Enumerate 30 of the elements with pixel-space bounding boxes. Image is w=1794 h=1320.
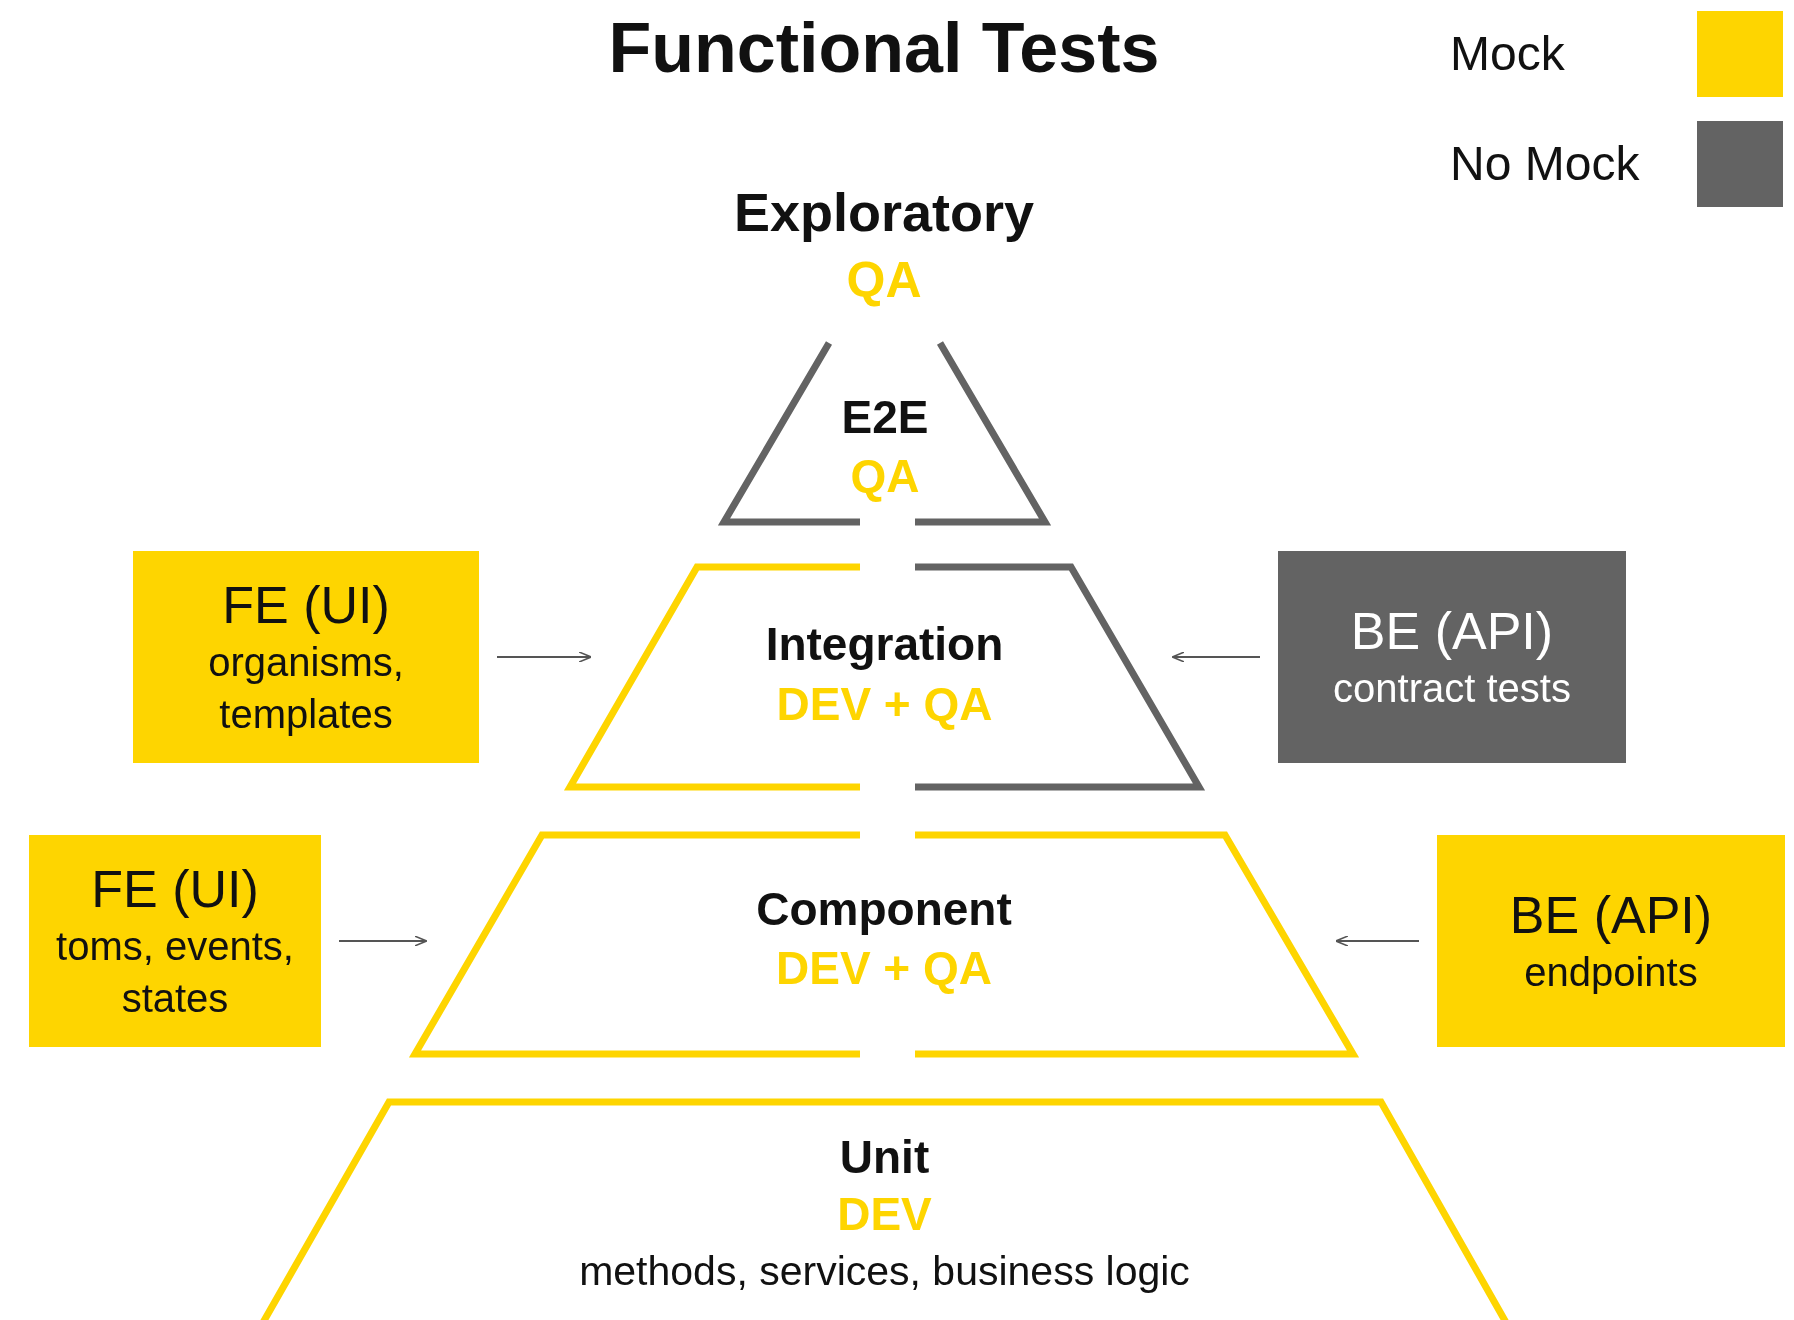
layer-title: FE (UI) [222, 575, 390, 636]
role-label: DEV + QA [776, 677, 993, 732]
level-title: E2E [841, 390, 929, 445]
layer-description: contract tests [1333, 665, 1571, 712]
level-title: Integration [765, 617, 1004, 672]
layer-description: organisms, templates [207, 639, 405, 738]
title: Functional Tests [607, 8, 1161, 89]
layer-title: BE (API) [1350, 601, 1554, 662]
layer-description: toms, events, states [55, 923, 295, 1022]
level-title: Component [756, 882, 1012, 937]
level-title: Unit [839, 1130, 930, 1185]
layer-title: FE (UI) [91, 859, 259, 920]
arrow [1335, 935, 1420, 947]
level-description: methods, services, business logic [579, 1247, 1190, 1296]
layer-box [1437, 835, 1785, 1047]
legend-text: No Mock [1450, 136, 1640, 192]
arrow [1171, 651, 1261, 663]
layer-title: BE (API) [1509, 885, 1713, 946]
arrow [338, 935, 428, 947]
arrow [496, 651, 592, 663]
role-label: QA [850, 449, 920, 504]
layer-box [133, 551, 479, 763]
layer-box [1278, 551, 1626, 763]
layer-box [29, 835, 321, 1047]
role-label: DEV + QA [776, 941, 992, 996]
layer-description: endpoints [1524, 949, 1698, 996]
level-title: Exploratory [732, 181, 1036, 244]
role-label: QA [845, 251, 923, 310]
legend-text: Mock [1450, 26, 1565, 82]
role-label: DEV [837, 1187, 932, 1242]
